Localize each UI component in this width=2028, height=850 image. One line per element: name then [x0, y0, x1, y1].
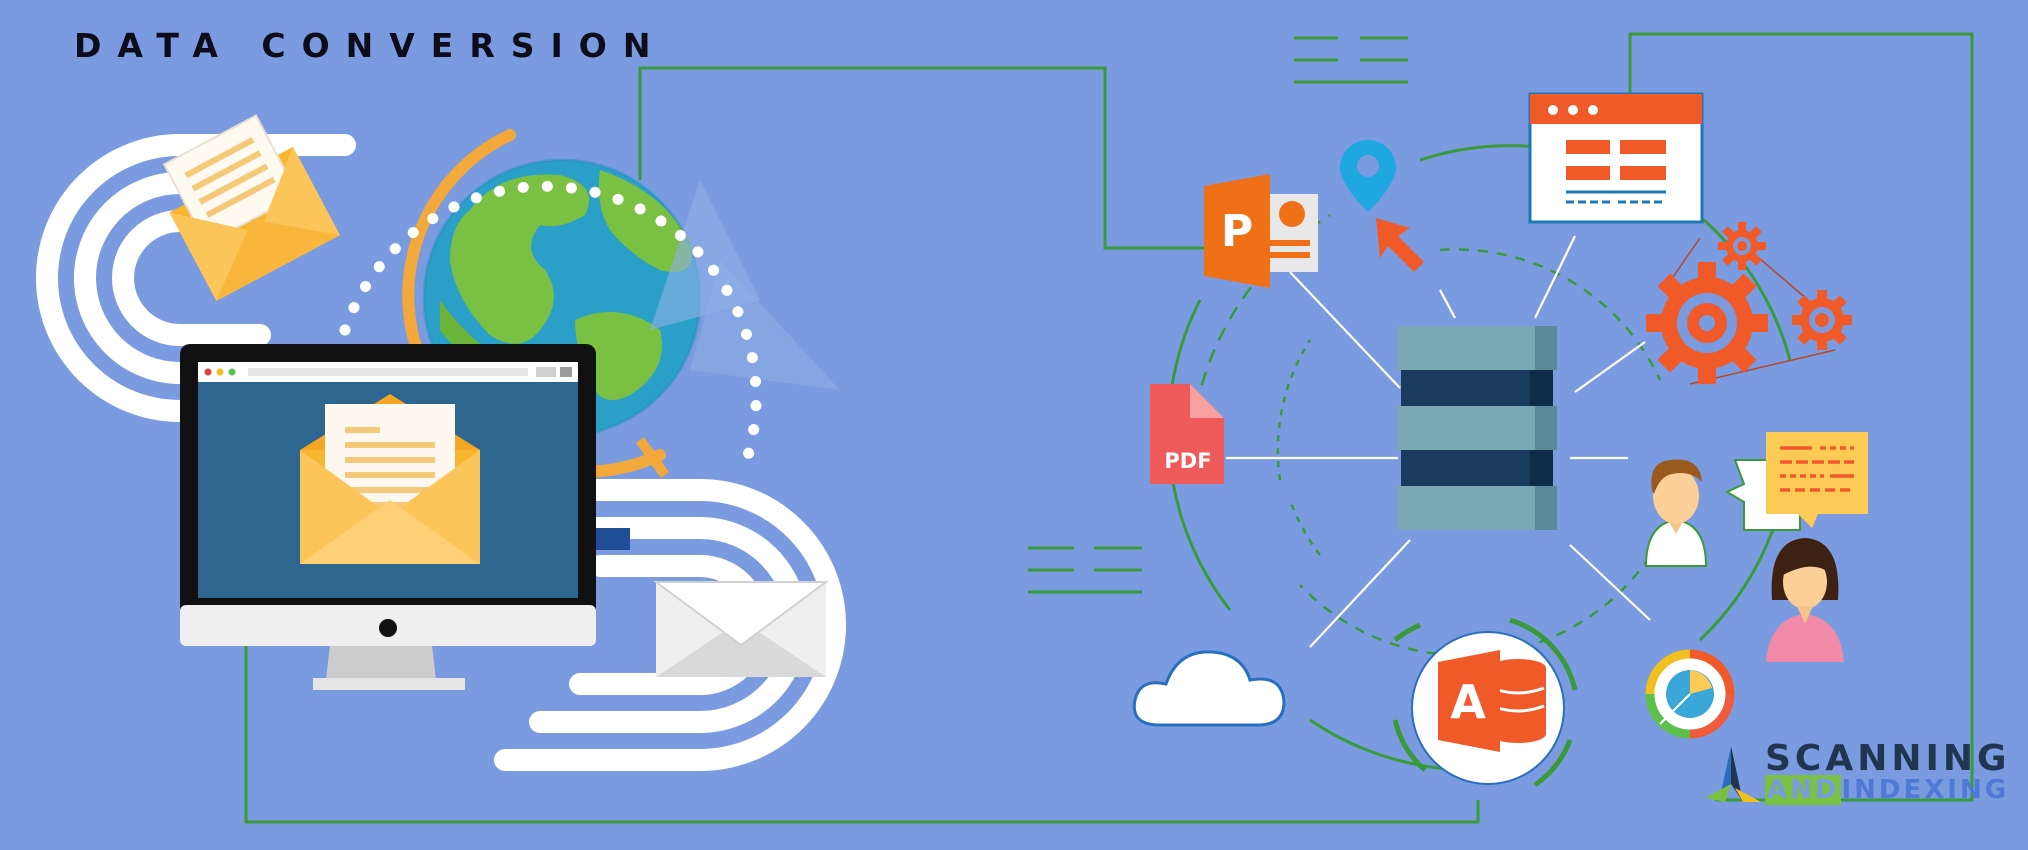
- location-pin-icon: [1340, 140, 1396, 212]
- access-letter: A: [1450, 675, 1486, 729]
- computer-monitor: [180, 344, 630, 690]
- cloud-icon: [1132, 650, 1286, 727]
- open-envelope-icon: [162, 114, 340, 301]
- gears-icon: [1646, 222, 1852, 385]
- pie-chart-icon: [1645, 649, 1735, 739]
- white-arcs-left: [36, 134, 356, 422]
- circuit-lines: [244, 32, 1974, 824]
- logo-text-line2: ANDINDEXING: [1765, 775, 2010, 805]
- page-title: DATA CONVERSION: [74, 26, 667, 65]
- powerpoint-icon: P: [1204, 174, 1318, 288]
- man-avatar-icon: [1644, 459, 1708, 567]
- database-stack-icon: [1397, 326, 1557, 530]
- company-logo: SCANNING ANDINDEXING: [1705, 740, 2007, 808]
- logo-text-line1: SCANNING: [1765, 738, 2011, 779]
- logo-text-rest: INDEXING: [1841, 775, 2010, 805]
- pdf-label: PDF: [1164, 449, 1211, 473]
- hub-connectors: [1226, 235, 1651, 648]
- closed-envelope-icon: [652, 581, 830, 677]
- pdf-file-icon: PDF: [1150, 384, 1224, 484]
- logo-text-highlight: AND: [1765, 775, 1842, 805]
- access-database-icon: A: [1411, 631, 1565, 785]
- logo-mark-icon: [1705, 746, 1761, 802]
- woman-avatar-icon: [1766, 538, 1844, 662]
- chat-bubble-icon: [1724, 432, 1868, 531]
- powerpoint-letter: P: [1221, 206, 1253, 257]
- browser-window-icon: [1528, 92, 1704, 224]
- cursor-arrow-icon: [1376, 218, 1424, 272]
